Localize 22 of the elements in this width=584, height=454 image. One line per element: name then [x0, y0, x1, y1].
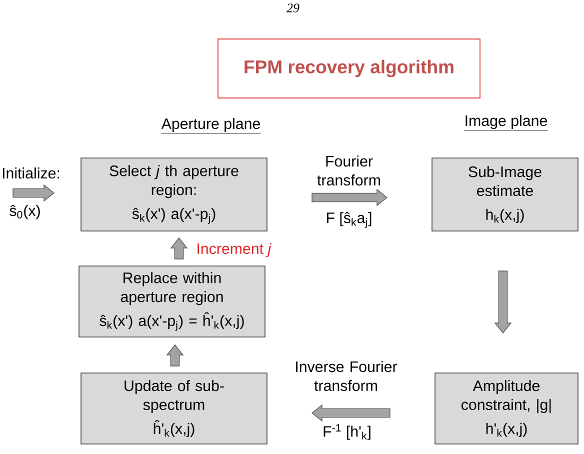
heading: Image plane	[464, 114, 548, 131]
formula: F [ŝ$_{k}$a$_{j}$]	[326, 212, 372, 228]
process-box: Update of sub- spectrum ĥ'$_{k}$(x,j)	[80, 372, 268, 444]
arrow	[12, 184, 55, 202]
formula: F$^{-1}$ [h'$_{k}$]	[324, 424, 370, 440]
edge-label: Increment j	[198, 242, 272, 258]
arrow	[312, 188, 388, 206]
edge-label: Initialize:	[2, 167, 60, 179]
arrow	[494, 270, 512, 334]
arrow	[311, 404, 390, 422]
arrow	[166, 344, 184, 366]
edge-label: Inverse Fourier transform	[296, 360, 398, 391]
arrow	[170, 237, 188, 260]
process-box: Select j th aperture region: ŝ$_{k}$(x') a(x'-p$_{j}$)	[80, 158, 268, 232]
page-number: 29	[286, 4, 300, 12]
heading: Aperture plane	[161, 118, 261, 134]
formula: ŝ$_{0}$(x)	[10, 204, 40, 220]
process-box: Sub-Image estimate h$_{k}$(x,j)	[432, 158, 578, 232]
process-box: Amplitude constraint, |g| h'$_{k}$(x,j)	[434, 372, 578, 444]
process-box: Replace within aperture region ŝ$_{k}$(x') a(x'-p$_{j}$) = ĥ'$_{k}$(x,j)	[78, 266, 266, 338]
title-box: FPM recovery algorithm	[218, 38, 480, 98]
edge-label: Fourier transform	[317, 155, 380, 186]
